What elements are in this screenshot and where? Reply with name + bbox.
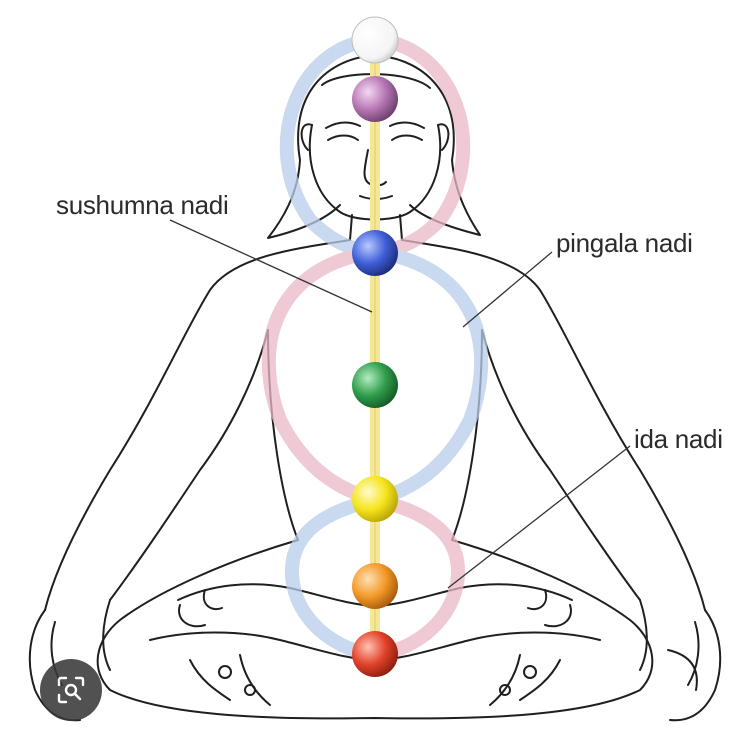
ida-channel-top <box>374 33 471 259</box>
chakra-sacral <box>352 563 398 609</box>
sushumna-nadi-label: sushumna nadi <box>56 190 229 220</box>
ida-leader <box>447 445 631 589</box>
figure-outline <box>28 54 722 722</box>
lens-search-icon <box>57 676 85 704</box>
chakra-solar-plexus <box>352 476 398 522</box>
chakra-heart <box>352 362 398 408</box>
left-eye <box>327 134 359 141</box>
left-arm <box>44 239 351 611</box>
pingala-leader <box>462 251 553 328</box>
ida-nadi-label: ida nadi <box>634 424 723 454</box>
pingala-nadi-label: pingala nadi <box>556 228 693 258</box>
right-hand <box>639 599 722 722</box>
sushumna-leader <box>169 219 373 313</box>
chakra-root <box>352 631 398 677</box>
chakra-third-eye <box>352 76 398 122</box>
right-arm <box>401 239 706 611</box>
leader-lines <box>169 219 631 589</box>
right-eye <box>391 134 423 141</box>
lens-search-button[interactable] <box>40 659 102 721</box>
legs <box>96 539 654 720</box>
chakra-crown <box>351 16 399 64</box>
chakras <box>351 16 399 677</box>
chakra-throat <box>352 230 398 276</box>
pingala-channel-top <box>279 33 376 259</box>
